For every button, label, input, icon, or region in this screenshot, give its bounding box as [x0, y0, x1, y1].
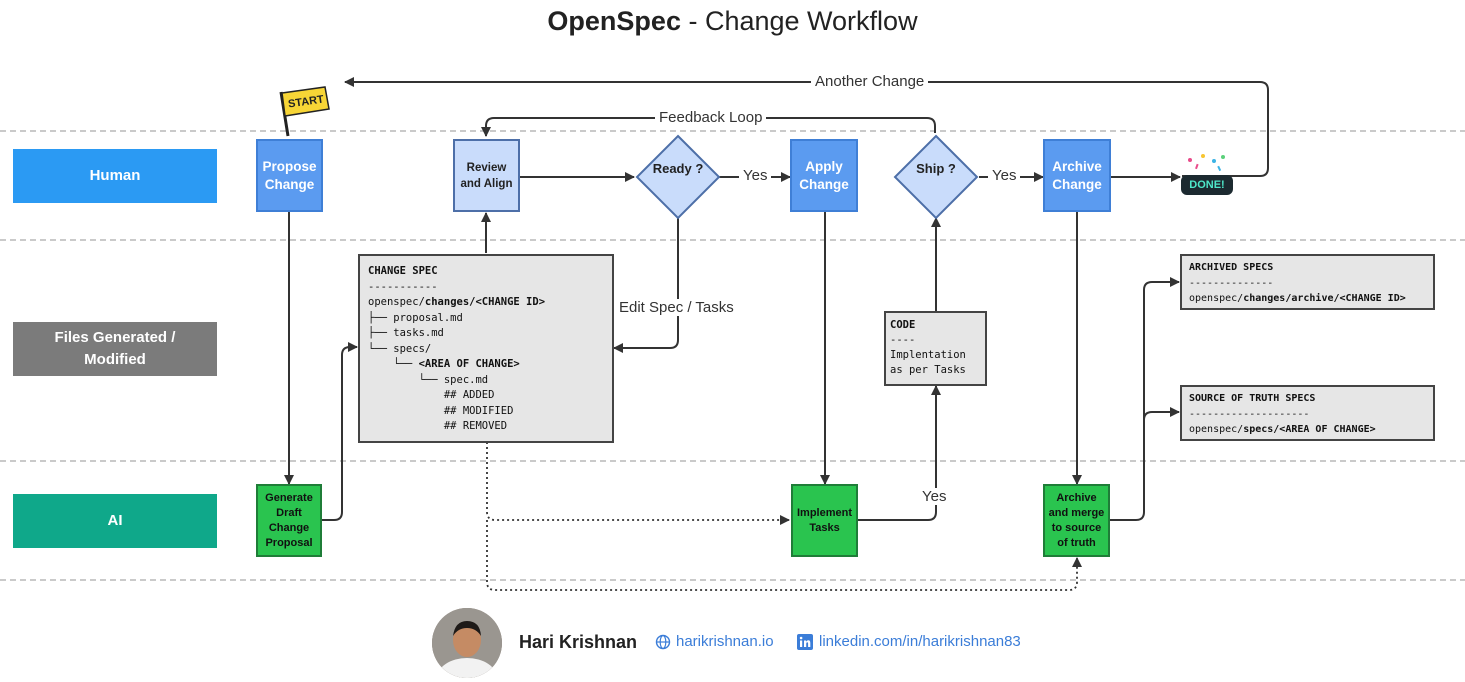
edge-merge-source	[1143, 407, 1180, 421]
ship-label: Ship ?	[916, 161, 956, 176]
change-spec-area: <AREA OF CHANGE>	[418, 358, 520, 370]
label-another-change: Another Change	[811, 73, 929, 90]
website-link[interactable]: harikrishnan.io	[676, 633, 774, 650]
page-title: OpenSpec - Change Workflow	[0, 6, 1465, 37]
archived-path-bold: changes/archive/<CHANGE ID>	[1243, 293, 1406, 304]
change-spec-rule: -----------	[368, 280, 438, 293]
globe-icon	[655, 634, 671, 650]
archive-change-node: Archive Change	[1043, 139, 1111, 212]
propose-change-node: Propose Change	[256, 139, 323, 212]
source-heading: SOURCE OF TRUTH SPECS	[1189, 393, 1316, 404]
title-bold: OpenSpec	[547, 6, 681, 36]
ship-diamond	[893, 134, 979, 220]
label-yes-implement: Yes	[918, 488, 951, 505]
start-flag-icon	[279, 86, 330, 137]
edge-spec-implement-dotted	[486, 442, 790, 525]
avatar-illustration	[432, 608, 502, 678]
ready-diamond	[635, 134, 721, 220]
linkedin-icon	[797, 634, 813, 650]
change-spec-added: ## ADDED	[368, 389, 495, 401]
edge-merge-archived	[1110, 277, 1180, 521]
change-spec-box: CHANGE SPEC ----------- openspec/changes…	[358, 254, 614, 443]
generate-proposal-node: Generate Draft Change Proposal	[256, 484, 322, 557]
change-spec-removed: ## REMOVED	[368, 420, 508, 432]
label-edit-spec: Edit Spec / Tasks	[615, 299, 738, 316]
avatar	[432, 608, 502, 678]
archive-merge-node: Archive and merge to source of truth	[1043, 484, 1110, 557]
lane-dividers	[0, 130, 1465, 581]
change-spec-modified: ## MODIFIED	[368, 404, 514, 417]
review-align-node: Review and Align	[453, 139, 520, 212]
change-spec-proposal: ├── proposal.md	[368, 311, 463, 324]
change-spec-specs: └── specs/	[368, 342, 432, 355]
label-yes-ship: Yes	[988, 167, 1021, 184]
archived-path-prefix: openspec/	[1189, 293, 1244, 304]
apply-change-node: Apply Change	[790, 139, 858, 212]
source-truth-box: SOURCE OF TRUTH SPECS ------------------…	[1180, 385, 1435, 441]
change-spec-path-bold: changes/<CHANGE ID>	[424, 296, 546, 308]
code-heading: CODE	[890, 319, 916, 331]
ready-label: Ready ?	[652, 161, 704, 176]
edge-implement-code	[858, 385, 941, 521]
change-spec-path-prefix: openspec/	[368, 296, 425, 308]
lane-ai: AI	[13, 494, 217, 548]
edge-spec-merge-dotted	[486, 520, 1082, 591]
change-spec-heading: CHANGE SPEC	[368, 265, 438, 277]
edge-generate-spec	[322, 342, 358, 521]
archived-heading: ARCHIVED SPECS	[1189, 262, 1274, 273]
title-rest: - Change Workflow	[680, 6, 918, 36]
change-spec-specmd: └── spec.md	[368, 373, 489, 386]
code-line2: as per Tasks	[890, 364, 966, 376]
lane-files: Files Generated / Modified	[13, 322, 217, 376]
label-feedback-loop: Feedback Loop	[655, 109, 767, 126]
archived-specs-box: ARCHIVED SPECS -------------- openspec/c…	[1180, 254, 1435, 310]
code-box: CODE ---- Implentation as per Tasks	[884, 311, 987, 386]
source-rule: --------------------	[1189, 408, 1310, 420]
source-path-bold: specs/<AREA OF CHANGE>	[1243, 424, 1376, 435]
source-path-prefix: openspec/	[1189, 424, 1244, 435]
implement-tasks-node: Implement Tasks	[791, 484, 858, 557]
code-rule: ----	[890, 334, 916, 346]
done-label: DONE!	[1189, 179, 1225, 191]
edge-another-change	[344, 77, 1269, 177]
change-spec-tasks: ├── tasks.md	[368, 327, 444, 339]
lane-human: Human	[13, 149, 217, 203]
linkedin-link[interactable]: linkedin.com/in/harikrishnan83	[819, 633, 1021, 650]
code-line1: Implentation	[890, 349, 966, 361]
label-yes-ready: Yes	[739, 167, 772, 184]
footer-name: Hari Krishnan	[519, 632, 638, 652]
edge-ready-editspec	[613, 218, 679, 353]
change-spec-area-prefix: └──	[368, 358, 419, 370]
done-sticker-icon	[1181, 154, 1233, 195]
archived-rule: --------------	[1189, 277, 1274, 289]
